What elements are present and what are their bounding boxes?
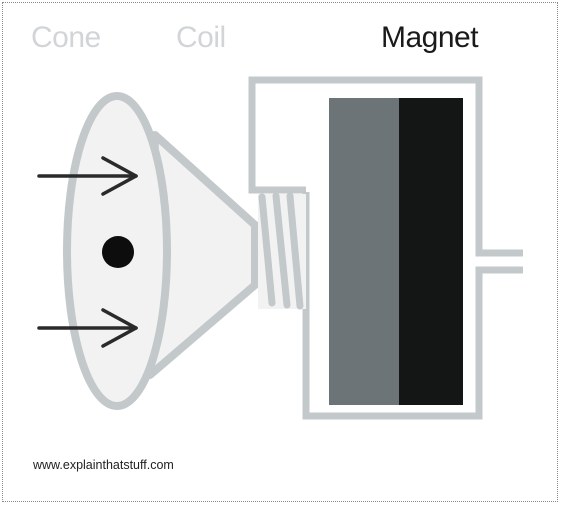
coil [258, 192, 306, 310]
cone [63, 92, 259, 410]
arrows [37, 156, 138, 348]
magnet-pole-dark [399, 98, 463, 405]
dotted-frame [2, 2, 558, 502]
arrow-top [37, 156, 138, 196]
coil-winding-3 [286, 192, 304, 310]
cone-label: Cone [31, 21, 101, 54]
coil-winding-2 [272, 192, 291, 309]
credit-text: www.explainthatstuff.com [33, 458, 174, 472]
housing-outline [248, 76, 523, 420]
center-dot [102, 236, 134, 268]
coil-winding-1 [258, 193, 276, 307]
magnet-pole-light [329, 98, 400, 405]
magnet-housing [248, 76, 523, 420]
coil-label: Coil [176, 21, 226, 54]
arrow-bottom [37, 308, 138, 348]
magnet-label: Magnet [381, 21, 479, 54]
